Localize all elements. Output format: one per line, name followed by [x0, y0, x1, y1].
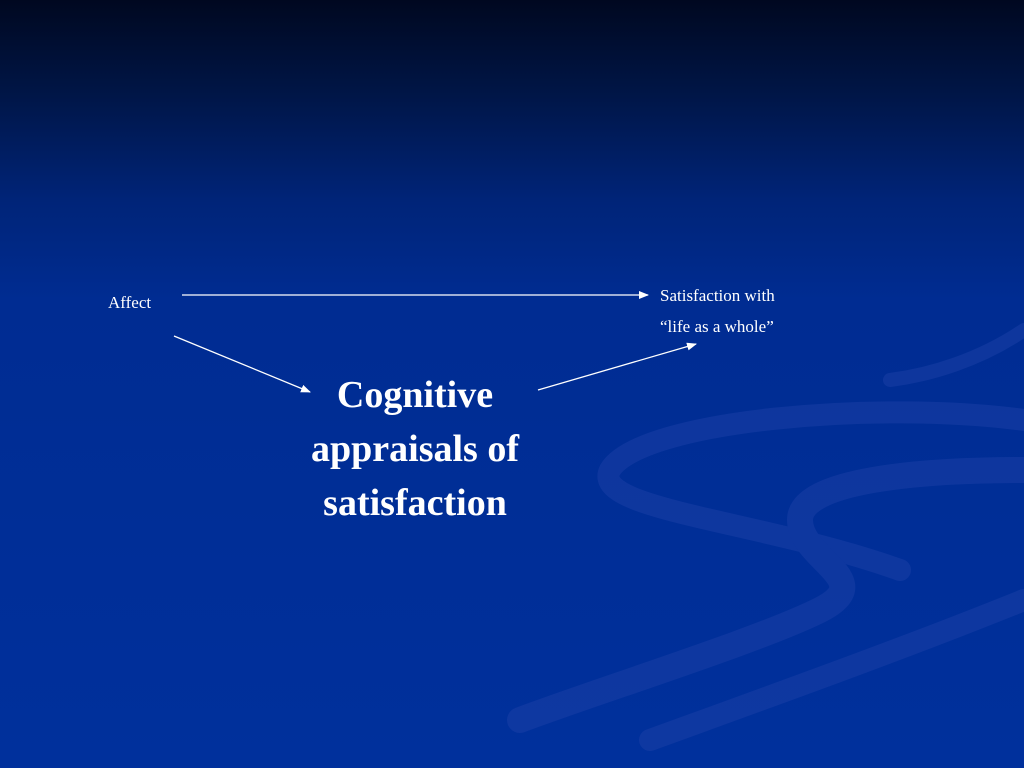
mediator-node-label: Cognitive appraisals of satisfaction: [270, 368, 560, 530]
outcome-node-label: Satisfaction with “life as a whole”: [660, 280, 775, 342]
mediator-label-line-3: satisfaction: [323, 482, 507, 524]
swoosh-curve-lower: [639, 589, 1024, 751]
outcome-label-line-2: “life as a whole”: [660, 317, 774, 336]
mediator-label-line-2: appraisals of: [311, 428, 519, 470]
affect-node-label: Affect: [108, 293, 152, 312]
swoosh-curve-upper: [597, 401, 1024, 581]
swoosh-curve-middle: [507, 457, 1024, 733]
swoosh-curve-top: [883, 323, 1024, 387]
outcome-label-line-1: Satisfaction with: [660, 286, 775, 305]
arrow-affect-to-mediator: [173, 335, 311, 393]
arrow-mediator-to-outcome: [537, 342, 697, 391]
mediator-label-line-1: Cognitive: [336, 374, 494, 416]
